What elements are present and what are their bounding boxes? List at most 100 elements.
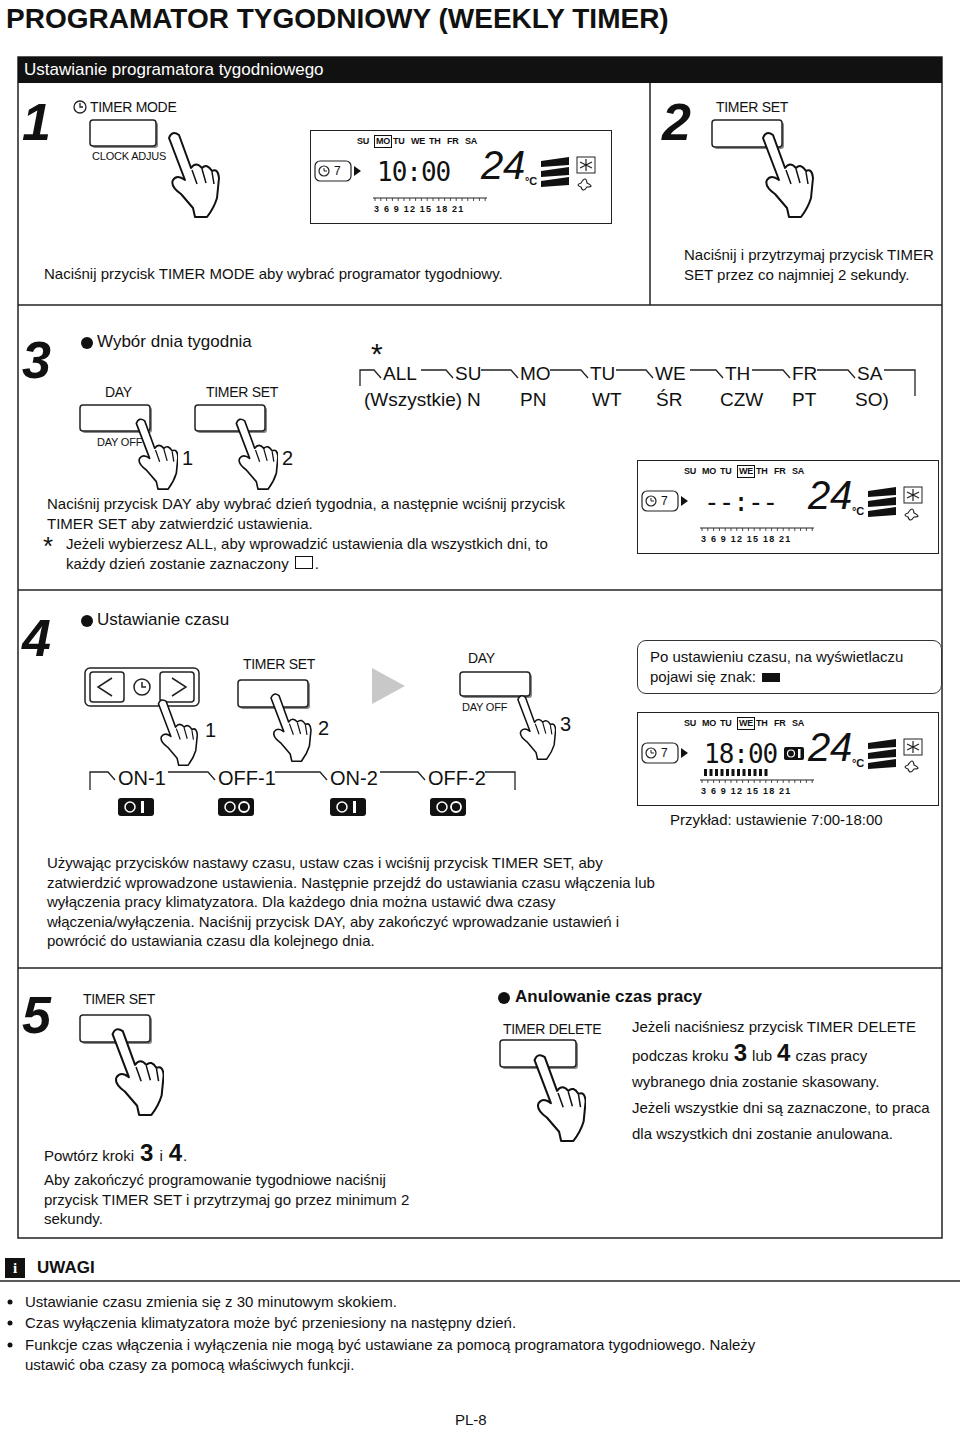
clock-icon xyxy=(74,101,86,113)
lcd-segments xyxy=(541,157,569,167)
step-number: 3 xyxy=(22,330,51,390)
day-code: FR xyxy=(792,363,817,385)
lcd-segments xyxy=(392,198,393,201)
day-name: WT xyxy=(592,389,622,411)
lcd-unit: °C xyxy=(525,175,537,188)
lcd-segments xyxy=(784,747,804,760)
lcd-segments xyxy=(386,198,387,201)
lcd-segments xyxy=(765,528,766,531)
lcd-segments xyxy=(868,487,896,497)
lcd-temperature: 24 xyxy=(481,143,525,187)
lcd-program-number: 7 xyxy=(334,164,340,178)
step-number: 2 xyxy=(662,92,691,152)
lcd-segments xyxy=(319,166,329,176)
instruction: i xyxy=(159,1147,162,1164)
lcd-segments xyxy=(736,780,737,783)
day-sequence-arrows xyxy=(421,370,453,378)
lcd-segments xyxy=(375,198,376,201)
lcd-segments xyxy=(812,528,813,531)
lcd-unit: °C xyxy=(852,757,864,770)
timer-step: OFF-2 xyxy=(428,766,486,790)
time-buttons xyxy=(134,679,150,695)
instruction: Używając przycisków nastawy czasu, ustaw… xyxy=(47,853,672,951)
lcd-display: SUMOTUWETHFRSA7--:--24°C3 6 9 12 15 18 2… xyxy=(637,460,939,554)
lcd-segments xyxy=(651,750,654,753)
bullet-dots xyxy=(8,337,511,1348)
section-frame xyxy=(18,57,942,1238)
lcd-segments xyxy=(737,769,740,776)
lcd-day: SA xyxy=(465,136,477,147)
section-band: Ustawianie programatora tygodniowego xyxy=(18,57,942,83)
on-off-icons xyxy=(141,801,144,813)
timer-sequence-arrows xyxy=(485,772,515,790)
callout-number: 1 xyxy=(205,718,216,742)
pressing-hands xyxy=(113,1029,164,1115)
lcd-segments xyxy=(742,780,743,783)
lcd-segments xyxy=(868,507,896,517)
button-sublabel: CLOCK ADJUS xyxy=(92,150,166,163)
lcd-segments xyxy=(681,748,688,758)
lcd-segments xyxy=(719,780,720,783)
on-off-icons xyxy=(451,802,461,812)
callout-number: 2 xyxy=(282,446,293,470)
lcd-time: 18:00 xyxy=(704,739,777,769)
timer-step: OFF-1 xyxy=(218,766,276,790)
pressing-hands xyxy=(535,1055,586,1141)
day-code: WE xyxy=(655,363,686,385)
lcd-segments xyxy=(409,198,410,201)
lcd-segments xyxy=(868,497,896,507)
lcd-segments xyxy=(450,198,451,201)
on-off-icons xyxy=(430,798,466,816)
lcd-temperature: 24 xyxy=(808,725,852,769)
lcd-segments xyxy=(736,528,737,531)
button-sublabel: DAY OFF xyxy=(97,436,142,449)
lcd-segments xyxy=(324,168,327,171)
lcd-segments xyxy=(789,780,790,783)
lcd-segments xyxy=(794,528,795,531)
lcd-segments xyxy=(580,159,592,171)
asterisk: * xyxy=(43,532,53,560)
pressing-hands xyxy=(169,133,219,217)
lcd-segments xyxy=(462,198,463,201)
lcd-day: TU xyxy=(393,136,405,147)
lcd-segments xyxy=(754,528,755,531)
pressing-hands xyxy=(136,419,178,489)
lcd-segments xyxy=(707,528,708,531)
lcd-segments xyxy=(777,780,778,783)
lcd-segments xyxy=(642,743,678,763)
lcd-segments xyxy=(427,198,428,201)
day-name: CZW xyxy=(720,389,763,411)
step-reference: 4 xyxy=(777,1039,790,1066)
lcd-segments xyxy=(760,780,761,783)
lcd-hour-scale: 3 6 9 12 15 18 21 xyxy=(701,786,791,797)
instruction: Naciśnij przycisk DAY aby wybrać dzień t… xyxy=(47,494,577,533)
day-code: SA xyxy=(857,363,882,385)
lcd-segments xyxy=(754,769,757,776)
lcd-segments xyxy=(783,528,784,531)
day-sequence-arrows xyxy=(690,370,723,378)
on-off-icons xyxy=(337,802,347,812)
day-sequence-arrows xyxy=(550,370,588,378)
note: Funkcje czas włączenia i wyłączenia nie … xyxy=(25,1335,785,1374)
lcd-segments xyxy=(444,198,445,201)
step-heading: Ustawianie czasu xyxy=(97,610,229,630)
step-heading: Anulowanie czas pracy xyxy=(515,987,702,1007)
timer-sequence-arrows xyxy=(90,772,115,790)
lcd-segments xyxy=(800,780,801,783)
day-sequence-arrows xyxy=(481,370,518,378)
lcd-segments xyxy=(380,198,381,201)
time-buttons xyxy=(172,678,186,696)
lcd-day: FR xyxy=(774,466,786,477)
bullet-dots xyxy=(8,1321,13,1326)
lcd-segments xyxy=(577,157,595,173)
time-buttons xyxy=(160,672,194,702)
lcd-segments xyxy=(721,769,724,776)
day-name: N xyxy=(467,389,481,411)
section-frame xyxy=(649,83,651,305)
lcd-segments xyxy=(754,780,755,783)
lcd-day: SA xyxy=(792,718,804,729)
lcd-segments xyxy=(783,780,784,783)
lcd-segments xyxy=(415,198,416,201)
instruction: Powtórz kroki xyxy=(44,1147,134,1164)
button-label: DAY xyxy=(105,384,132,401)
